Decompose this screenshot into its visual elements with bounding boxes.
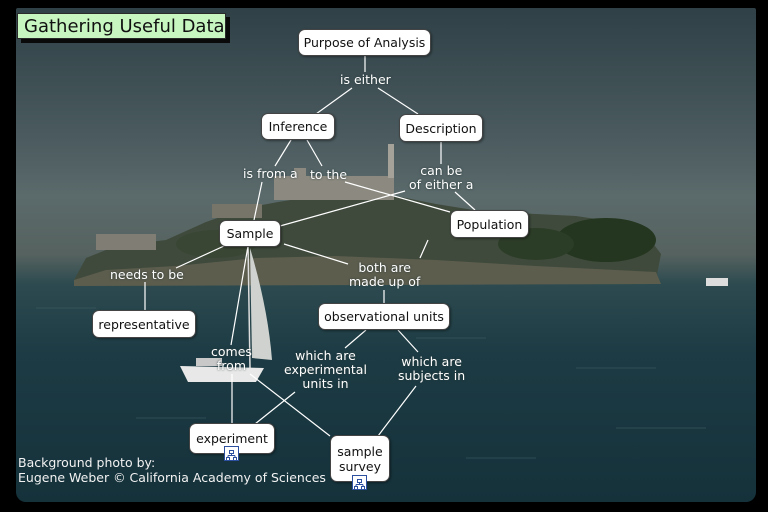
submap-icon[interactable] (352, 475, 367, 490)
link-which-are-experimental-units-in: which are experimental units in (284, 348, 367, 391)
link-is-either: is either (340, 72, 391, 87)
node-description[interactable]: Description (399, 114, 483, 142)
submap-icon[interactable] (224, 446, 239, 461)
link-needs-to-be: needs to be (110, 267, 184, 282)
link-to-the: to the (310, 167, 348, 182)
node-representative[interactable]: representative (92, 310, 196, 338)
photo-credit: Background photo by: Eugene Weber © Cali… (18, 455, 326, 485)
link-both-are-made-up-of: both are made up of (349, 260, 421, 289)
map-title: Gathering Useful Data (17, 13, 226, 39)
link-is-from-a: is from a (243, 166, 298, 181)
node-sample[interactable]: Sample (219, 220, 281, 247)
node-observational-units[interactable]: observational units (318, 303, 450, 330)
node-population[interactable]: Population (450, 210, 529, 238)
link-comes-from: comes from (211, 344, 252, 373)
link-can-be-of-either-a: can be of either a (409, 163, 474, 192)
node-purpose-of-analysis[interactable]: Purpose of Analysis (298, 29, 431, 56)
link-which-are-subjects-in: which are subjects in (398, 354, 466, 383)
node-inference[interactable]: Inference (261, 113, 335, 140)
